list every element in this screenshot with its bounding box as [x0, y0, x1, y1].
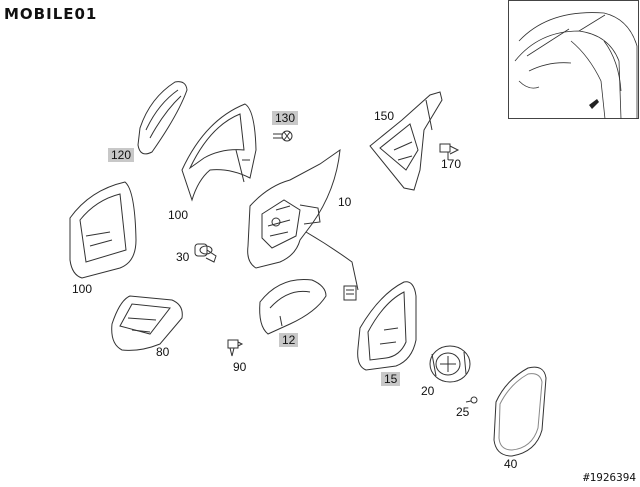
- callout-130: 130: [272, 111, 299, 125]
- part-30-bulb: [194, 243, 217, 263]
- callout-40: 40: [504, 457, 518, 471]
- part-150-bracket: [369, 91, 443, 191]
- part-100-housing-frame: [69, 181, 137, 279]
- part-25-screw: [465, 396, 478, 404]
- callout-150: 150: [374, 109, 395, 123]
- image-watermark: #1926394: [583, 471, 636, 484]
- part-120-turn-signal: [137, 81, 188, 155]
- callout-80: 80: [156, 345, 170, 359]
- vehicle-locator-inset: [508, 0, 639, 120]
- part-10-mirror-base: [247, 148, 359, 301]
- part-130-screw: [273, 130, 293, 142]
- callout-120: 120: [108, 148, 135, 162]
- callout-15: 15: [381, 372, 401, 386]
- car-outline-icon: [514, 12, 638, 120]
- callout-100-upper: 100: [168, 208, 189, 222]
- callout-170: 170: [441, 157, 462, 171]
- part-12-lower-cover: [259, 278, 327, 335]
- callout-25: 25: [456, 405, 470, 419]
- part-90-screw: [227, 339, 244, 357]
- callout-20: 20: [421, 384, 435, 398]
- brand-logo: MOBILE01: [4, 4, 97, 24]
- part-20-motor: [429, 345, 471, 383]
- callout-30: 30: [176, 250, 190, 264]
- logo-text: MOBILE01: [4, 5, 98, 23]
- part-170-bolt: [439, 143, 460, 160]
- callout-100-frame: 100: [72, 282, 93, 296]
- callout-10: 10: [338, 195, 352, 209]
- part-15-glass-frame: [357, 281, 417, 371]
- part-80-lower-shell: [111, 295, 183, 351]
- part-40-mirror-glass: [493, 366, 547, 457]
- part-100-upper-cover: [181, 103, 257, 202]
- callout-12: 12: [279, 333, 299, 347]
- callout-90: 90: [233, 360, 247, 374]
